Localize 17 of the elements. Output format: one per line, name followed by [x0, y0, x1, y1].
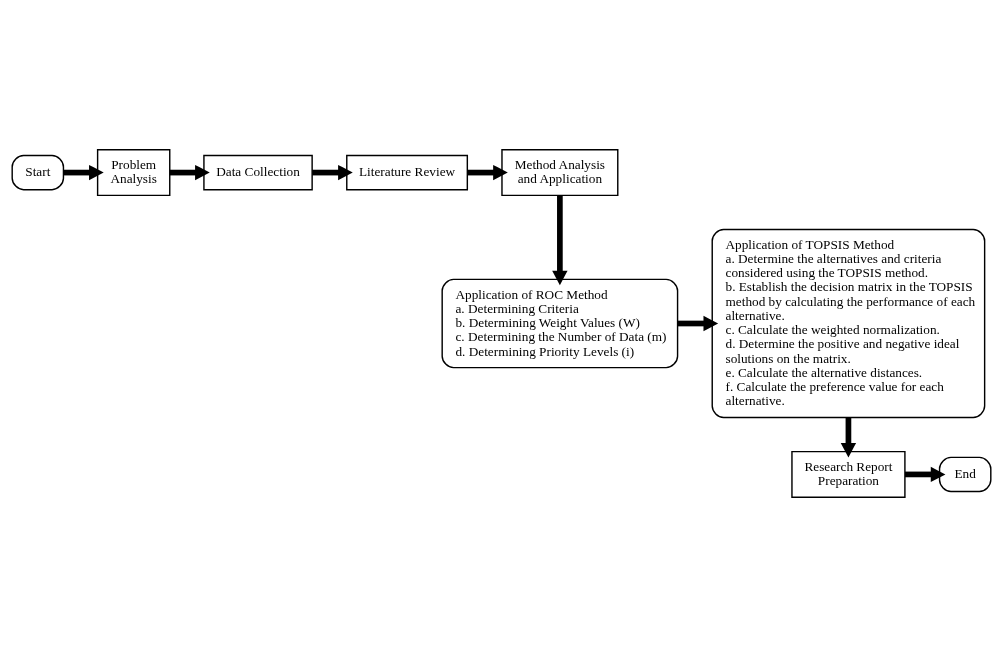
node-box: Problem Analysis — [96, 148, 171, 196]
arrow — [63, 164, 104, 180]
arrow — [552, 195, 568, 285]
node-box: Literature Review — [346, 154, 469, 190]
arrow — [677, 315, 719, 331]
arrow — [840, 417, 857, 458]
node-box: Application of TOPSIS Method a. Determine the alternatives and criteria considered using the TOPSIS method. b. Establish the decision matrix in the TOPSIS method by calculating the performance of each alternative. c. Calculate the weighted normalization. d. Determine the positive and negative ideal solutions on the matrix. e. Calculate the alternative distances. f. Calculate the preference value for each alternative. — [711, 228, 986, 418]
node-box: Method Analysis and Application — [501, 148, 619, 196]
arrow — [905, 466, 946, 482]
node-box: Start — [11, 154, 65, 190]
arrow — [312, 164, 353, 180]
arrow — [467, 164, 508, 180]
node-box: Data Collection — [203, 154, 313, 190]
node-box: Research Report Preparation — [791, 450, 906, 498]
arrow — [169, 164, 210, 180]
node-box: Application of ROC Method a. Determining Criteria b. Determining Weight Values (W) c. Determining the Number of Data (m) d. Determining Priority Levels (i) — [441, 278, 679, 368]
node-box: End — [938, 456, 992, 492]
